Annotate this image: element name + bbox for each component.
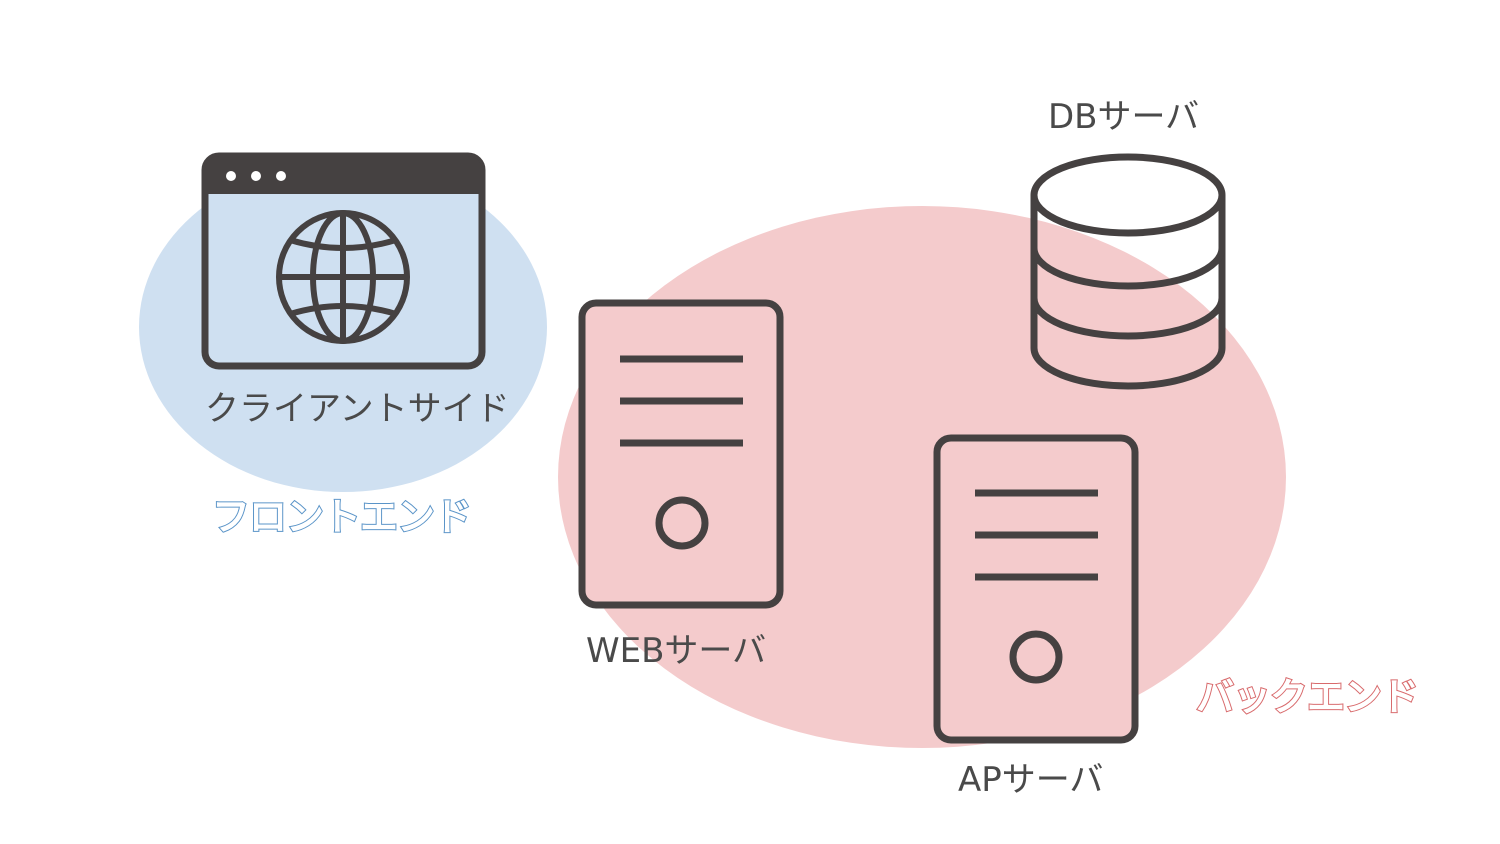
frontend-region-label: フロントエンド — [211, 495, 473, 539]
database-icon — [1030, 153, 1226, 390]
server-tower-icon — [933, 434, 1139, 744]
client-side-label: クライアントサイド — [205, 389, 510, 429]
web-server-label: WEBサーバ — [586, 631, 767, 671]
server-tower-icon — [578, 299, 784, 609]
db-server-label: DBサーバ — [1048, 97, 1200, 137]
ap-server-label: APサーバ — [958, 760, 1104, 800]
backend-region-label: バックエンド — [1195, 675, 1420, 719]
browser-globe-icon — [201, 152, 486, 370]
